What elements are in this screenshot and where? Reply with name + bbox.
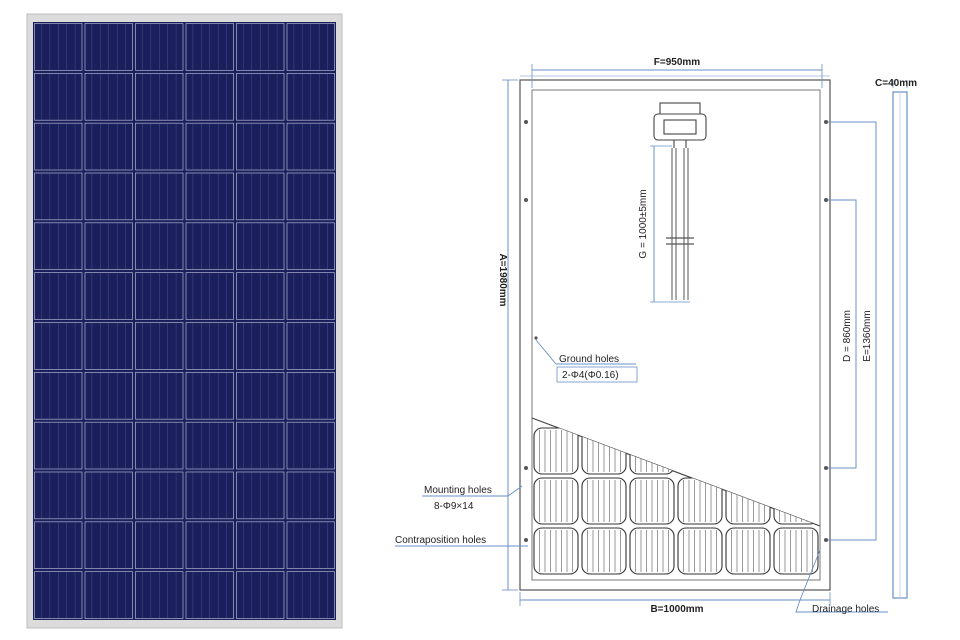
panel-inner-outline (531, 89, 821, 581)
output-cables (666, 148, 694, 300)
dim-d-label: D = 860mm (842, 310, 853, 362)
cutaway-cell (725, 427, 771, 475)
dim-e-bracket (826, 121, 877, 541)
dim-e-label: E=1360mm (862, 310, 873, 361)
panel-outline (519, 79, 831, 591)
cell-cutaway-view (531, 417, 821, 575)
cutaway-edge (531, 417, 821, 527)
ground-holes-label: Ground holes (559, 354, 619, 365)
ground-holes-spec: 2-Φ4(Φ0.16) (562, 370, 619, 381)
junction-box (653, 102, 707, 148)
technical-drawing (395, 64, 908, 613)
contraposition-holes-label: Contraposition holes (395, 535, 486, 546)
dim-f-label: F=950mm (654, 57, 701, 68)
drainage-holes-label: Drainage holes (812, 604, 879, 615)
solar-panel-front-view (26, 13, 343, 629)
cutaway-cell (677, 427, 723, 475)
cutaway-cell (773, 427, 819, 475)
leader-lines (395, 339, 888, 613)
mounting-holes-label: Mounting holes (424, 485, 492, 496)
cell-grid (34, 23, 335, 619)
dim-b-label: B=1000mm (650, 604, 703, 615)
frame-holes (524, 120, 828, 542)
dim-g-label: G = 1000±5mm (638, 189, 649, 258)
dim-a-label: A=1980mm (497, 253, 508, 306)
ground-holes-spec-box (556, 366, 638, 383)
panel-cell-area (33, 22, 336, 620)
dim-d-bracket (826, 199, 857, 469)
dim-c-label: C=40mm (875, 78, 917, 89)
mounting-holes-spec: 8-Φ9×14 (434, 501, 474, 512)
